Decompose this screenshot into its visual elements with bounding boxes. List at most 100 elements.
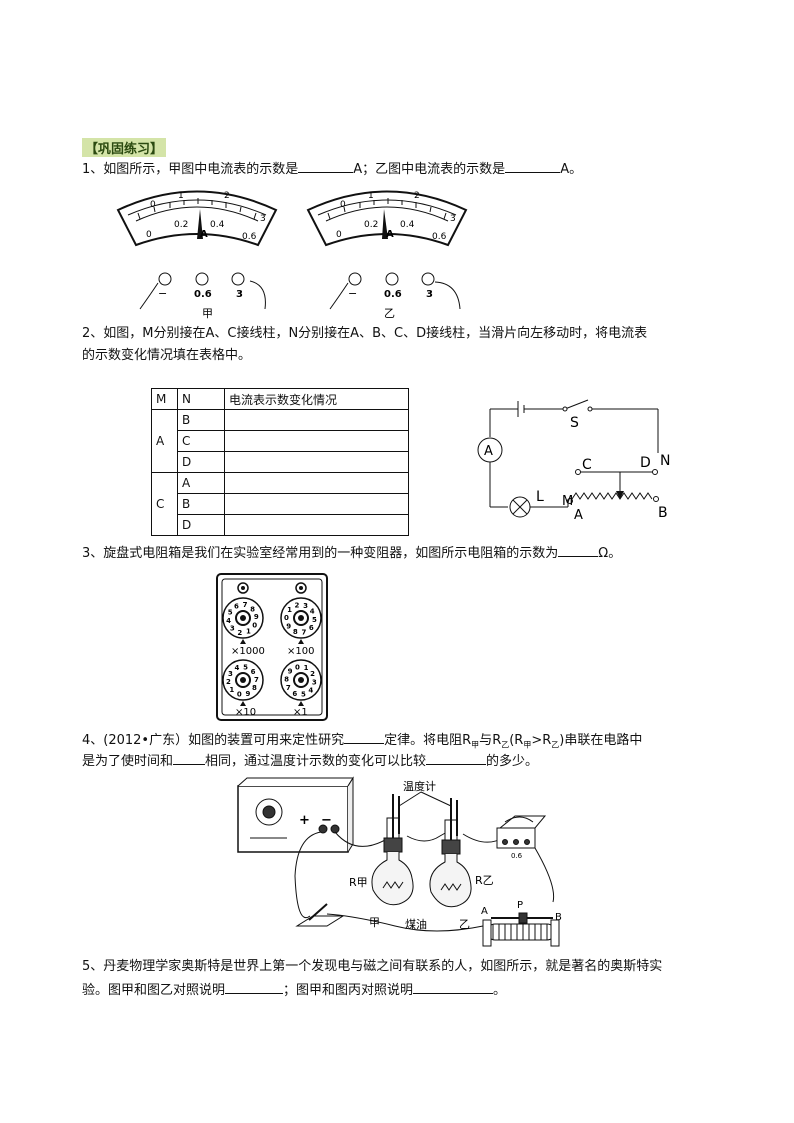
circuit-switch-label: S [570,415,579,431]
meter1-top-tick-1: 1 [178,191,184,201]
q4-blank-1[interactable] [344,731,385,744]
dial-knob-center [298,615,304,621]
dial-digit: 7 [286,684,291,692]
meter1-top-tick-3: 3 [260,214,266,224]
dial-digit: 1 [229,686,234,694]
q1-text-a: 1、如图所示，甲图中电流表的示数是 [82,162,299,177]
dial-digit: 0 [295,663,300,671]
q4-r-a-sub: 甲 [471,740,480,750]
meter2-terminal-neg: − [348,287,357,300]
rheostat-b-label: B [555,912,562,923]
circuit-n-label: N [660,453,670,469]
meter1-terminal-3: 3 [236,289,243,300]
answer-cell[interactable] [224,472,409,494]
q1-blank-1[interactable] [298,160,354,173]
meter2-top-tick-3: 3 [450,214,456,224]
cell-n: B [177,409,225,431]
dial-knob-center [240,615,246,621]
cell-n: A [177,472,225,494]
meter1-unit: A [200,229,208,240]
q4-blank-3[interactable] [426,752,487,765]
dial-digit: 3 [303,602,308,610]
answer-cell[interactable] [224,430,409,452]
ammeter-figures: 0 1 2 3 0 0.2 0.4 0.6 A − 0.6 3 甲 0 1 2 … [116,190,468,320]
dial-digit: 7 [243,601,248,609]
q4-blank-2[interactable] [173,752,206,765]
group-m-c: C [151,472,178,536]
q4-text-e: 甲 [523,740,532,750]
dial-digit: 6 [292,690,297,698]
answer-cell[interactable] [224,451,409,473]
table-row: C A [151,472,409,536]
q3-blank[interactable] [558,544,599,557]
dial-digit: 3 [230,625,235,633]
cell-n: D [177,451,225,473]
dial-digit: 2 [294,601,299,609]
ammeter-yi: 0 1 2 3 0 0.2 0.4 0.6 A − 0.6 3 乙 [306,190,468,320]
answer-cell[interactable] [224,409,409,431]
rheostat-p-label: P [517,900,523,911]
meter2-top-tick-0: 0 [340,200,346,210]
answer-cell[interactable] [224,493,409,515]
dial-digit: 0 [284,614,289,622]
supply-minus: − [321,813,332,828]
cell-n: B [177,493,225,515]
dial-digit: 7 [302,629,307,637]
q4-text-2b: 相同，通过温度计示数的变化可以比较 [205,754,427,769]
meter2-caption: 乙 [384,307,395,320]
answer-cell[interactable] [224,514,409,536]
ammeter-jia: 0 1 2 3 0 0.2 0.4 0.6 A − 0.6 3 甲 [116,190,278,320]
q3-text-a: 3、旋盘式电阻箱是我们在实验室经常用到的一种变阻器，如图所示电阻箱的示数为 [82,546,559,561]
kerosene-label: 煤油 [405,917,427,931]
rheostat-a-label: A [481,906,488,917]
meter1-terminal-neg: − [158,287,167,300]
dial-pointer [298,639,304,644]
q4-text-a: 4、(2012•广东）如图的装置可用来定性研究 [82,733,345,748]
meter1-bottom-tick-0: 0 [146,230,152,240]
meter1-bottom-tick-3: 0.6 [242,232,257,242]
meter1-bottom-tick-2: 0.4 [210,220,225,230]
table-row: D [152,451,409,473]
q2-circuit-diagram: A S C D N L M A B [477,399,670,523]
q5-blank-1[interactable] [225,981,284,994]
dial-digit: 9 [254,613,259,621]
dial-digit: 1 [287,606,292,614]
dial-knob-center [240,677,246,683]
dial-pointer [240,639,246,644]
meter2-terminal-06: 0.6 [384,289,402,300]
dial-digit: 8 [293,628,298,636]
dial-digit: 4 [308,686,313,694]
dial-digit: 7 [254,676,259,684]
flask-jia-label: 甲 [369,916,380,929]
dial-digit: 0 [252,622,257,630]
meter2-top-tick-2: 2 [414,191,420,201]
q1-blank-2[interactable] [505,160,561,173]
meter1-caption: 甲 [202,307,213,320]
table-header-row: M N 电流表示数变化情况 [151,388,409,410]
q5-line-1: 5、丹麦物理学家奥斯特是世界上第一个发现电与磁之间有联系的人，如图所示，就是著名… [82,959,663,974]
meter1-top-tick-2: 2 [224,191,230,201]
dial-digit: 1 [304,664,309,672]
table-row: B [152,493,409,515]
dial-digit: 3 [228,670,233,678]
meter2-bottom-tick-0: 0 [336,230,342,240]
dial-label-1: ×1 [293,707,308,718]
dial-digit: 6 [234,602,239,610]
dial-digit: 5 [228,608,233,616]
q2-line-2: 的示数变化情况填在表格中。 [82,348,252,363]
circuit-b-label: B [658,505,668,521]
flask-yi-label: 乙 [459,918,470,931]
q4-text-f: >R [531,733,552,748]
dial-digit: 1 [246,628,251,636]
dial-knob-center [298,677,304,683]
q5-text-c: 。 [493,983,507,998]
q1-text-c: A。 [560,162,583,177]
q4-text-c: 与 [479,733,493,748]
q5-blank-2[interactable] [413,981,494,994]
meter-range-label: 0.6 [511,852,523,860]
joule-apparatus: 温度计 R甲 R乙 甲 煤油 乙 A P B + − 0.6 [237,776,562,947]
circuit-lamp-label: L [536,489,544,505]
dial-digit: 9 [286,623,291,631]
